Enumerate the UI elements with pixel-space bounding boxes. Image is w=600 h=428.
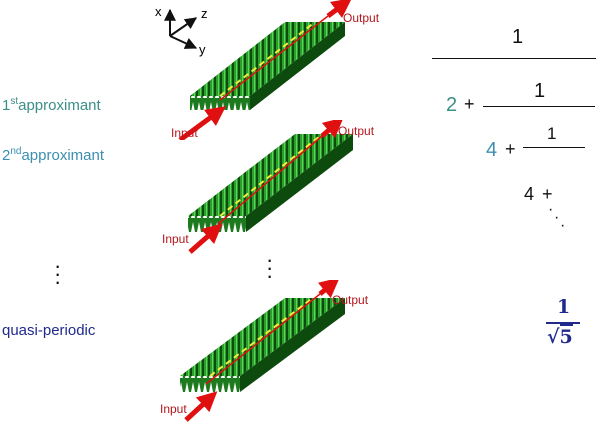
axis-z-label: z xyxy=(201,6,208,21)
coordinate-axes xyxy=(164,8,198,49)
fraction-term-2: 2 xyxy=(446,94,458,116)
fraction-bar-top xyxy=(432,58,596,59)
fraction-diagonal-dots: ··· xyxy=(548,201,566,234)
quasi-periodic-label: quasi-periodic xyxy=(2,322,96,339)
fraction-plus-2: + xyxy=(505,139,516,159)
fraction-term-4a: 4 xyxy=(486,139,498,161)
grating-second-approximant xyxy=(188,120,353,254)
fraction-bar-level1 xyxy=(483,106,595,107)
output-label-3: Output xyxy=(332,293,369,307)
golden-numerator: 1 xyxy=(557,296,571,318)
input-label-2: Input xyxy=(162,232,189,246)
output-label-1: Output xyxy=(343,11,380,25)
output-label-2: Output xyxy=(338,124,375,138)
axis-x-label: x xyxy=(155,4,162,19)
fraction-plus-1: + xyxy=(464,94,475,114)
first-approximant-label: 1stapproximant xyxy=(2,96,101,114)
input-label-3: Input xyxy=(160,402,187,416)
fraction-level1-numerator: 1 xyxy=(534,80,546,102)
second-approximant-label: 2ndapproximant xyxy=(2,146,105,164)
middle-ellipsis: ··· xyxy=(266,247,274,288)
grating-first-approximant xyxy=(178,0,352,140)
fraction-top-numerator: 1 xyxy=(512,26,524,48)
fraction-plus-3: + xyxy=(542,184,553,204)
fraction-term-4b: 4 xyxy=(524,184,535,204)
fraction-level2-numerator: 1 xyxy=(547,124,557,143)
grating-quasi-periodic xyxy=(180,280,345,422)
golden-denominator: √5 xyxy=(547,324,573,348)
left-ellipsis: ··· xyxy=(54,253,62,294)
axis-y-label: y xyxy=(199,42,206,57)
input-label-1: Input xyxy=(171,126,198,140)
fraction-bar-level2 xyxy=(523,147,585,148)
golden-fraction-bar xyxy=(546,322,580,324)
